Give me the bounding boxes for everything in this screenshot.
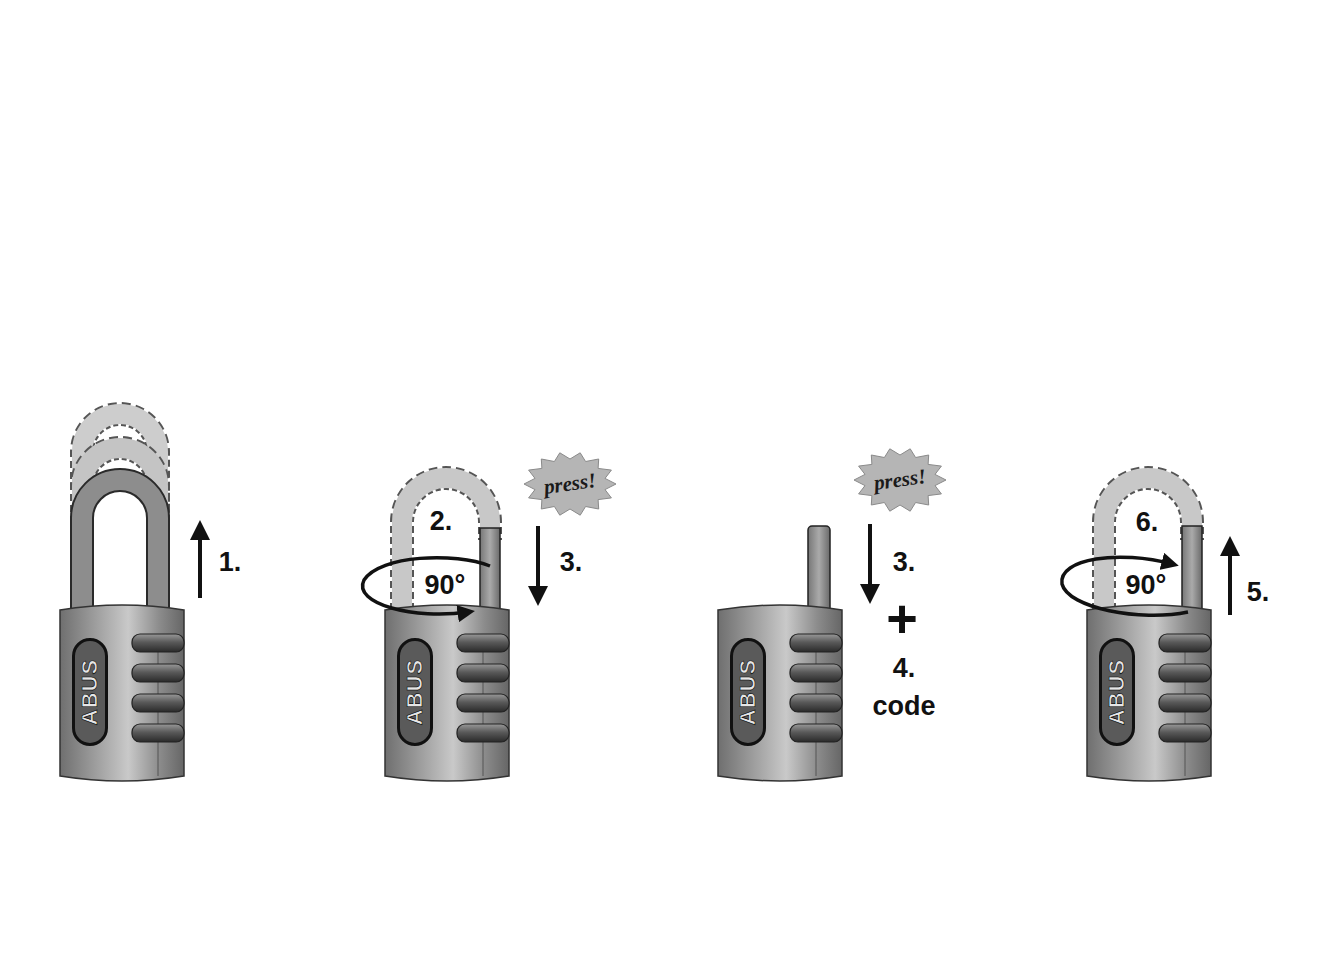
angle-label: 90°: [425, 572, 466, 599]
brand-badge: ABUS: [72, 638, 108, 746]
angle-label: 90°: [1126, 572, 1167, 599]
press-starburst: press!: [524, 452, 616, 516]
brand-text: ABUS: [402, 659, 428, 725]
step-number: 3.: [560, 549, 583, 576]
step-number: 5.: [1247, 579, 1270, 606]
step-number: 4.: [893, 655, 916, 682]
brand-badge: ABUS: [730, 638, 766, 746]
brand-text: ABUS: [1104, 659, 1130, 725]
step-note: code: [872, 693, 935, 720]
brand-text: ABUS: [77, 659, 103, 725]
step-number: 3.: [893, 549, 916, 576]
plus-sign: +: [886, 591, 918, 645]
step-number: 1.: [219, 549, 242, 576]
press-starburst: press!: [854, 448, 946, 512]
step-number: 6.: [1136, 509, 1159, 536]
brand-badge: ABUS: [397, 638, 433, 746]
brand-text: ABUS: [735, 659, 761, 725]
brand-badge: ABUS: [1099, 638, 1135, 746]
step-number: 2.: [430, 508, 453, 535]
